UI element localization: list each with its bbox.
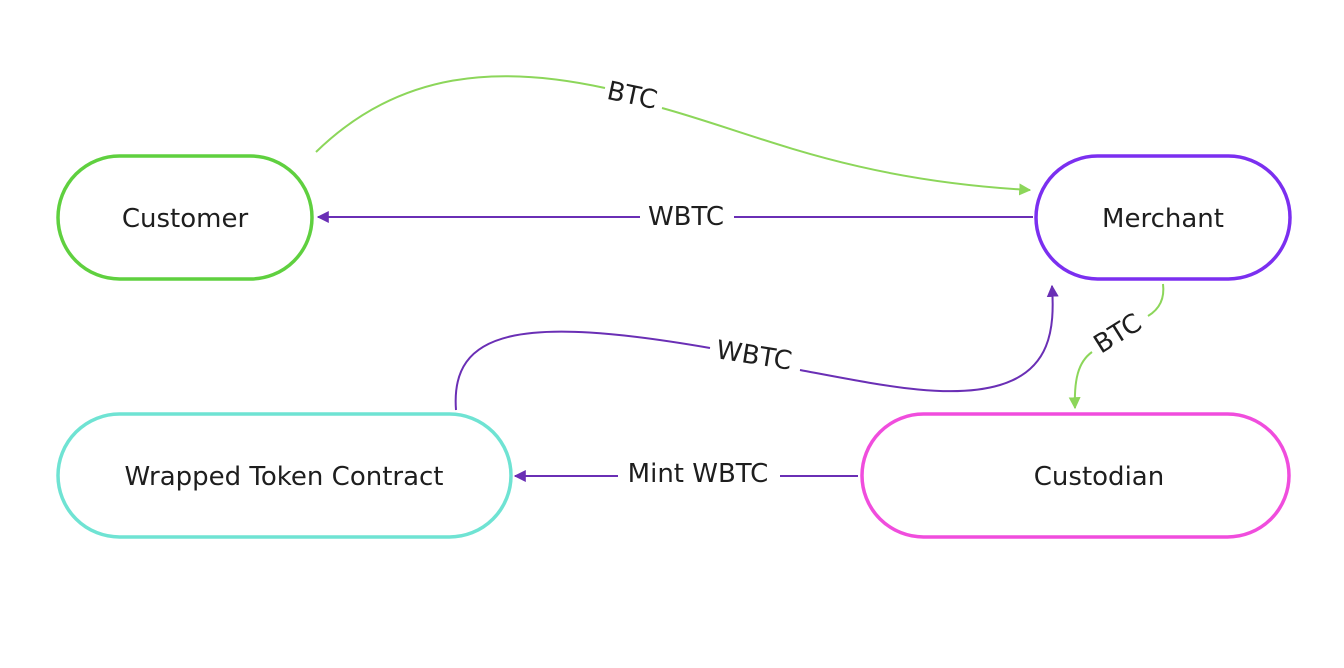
node-customer-shape <box>56 154 314 281</box>
node-wrapped-token-contract-label: Wrapped Token Contract <box>124 462 443 492</box>
edge-mint-wbtc-custodian-to-contract: Mint WBTC <box>513 459 858 489</box>
node-custodian[interactable]: Custodian <box>860 412 1291 539</box>
edge-wbtc-contract-to-merchant-line <box>454 330 711 411</box>
node-customer[interactable]: Customer <box>56 154 314 281</box>
node-wrapped-token-contract[interactable]: Wrapped Token Contract <box>56 412 513 539</box>
edge-btc-merchant-to-custodian-line <box>1147 283 1165 317</box>
edge-label-mint-wbtc: Mint WBTC <box>628 459 769 489</box>
edge-wbtc-contract-to-merchant-line-2 <box>799 284 1059 393</box>
node-customer-label: Customer <box>122 204 249 234</box>
node-merchant[interactable]: Merchant <box>1034 154 1292 281</box>
edge-btc-customer-to-merchant: BTC <box>315 75 1032 196</box>
node-merchant-label: Merchant <box>1102 204 1224 234</box>
node-custodian-label: Custodian <box>1034 462 1164 492</box>
edge-label-wbtc-top: WBTC <box>648 202 724 232</box>
edge-btc-merchant-to-custodian: BTC <box>1068 283 1165 410</box>
node-custodian-shape <box>860 412 1291 539</box>
edge-label-wbtc-middle: WBTC <box>714 335 794 377</box>
edge-btc-customer-to-merchant-line-2 <box>661 107 1032 196</box>
edge-label-btc-small: BTC <box>1089 308 1148 360</box>
edge-wbtc-contract-to-merchant: WBTC <box>454 284 1059 411</box>
node-merchant-shape <box>1034 154 1292 281</box>
edge-btc-merchant-to-custodian-line-2 <box>1068 351 1093 410</box>
edge-btc-customer-to-merchant-line <box>315 75 606 153</box>
edge-label-btc-top: BTC <box>604 76 659 116</box>
edge-wbtc-merchant-to-customer: WBTC <box>316 202 1033 232</box>
node-wrapped-token-contract-shape <box>56 412 513 539</box>
